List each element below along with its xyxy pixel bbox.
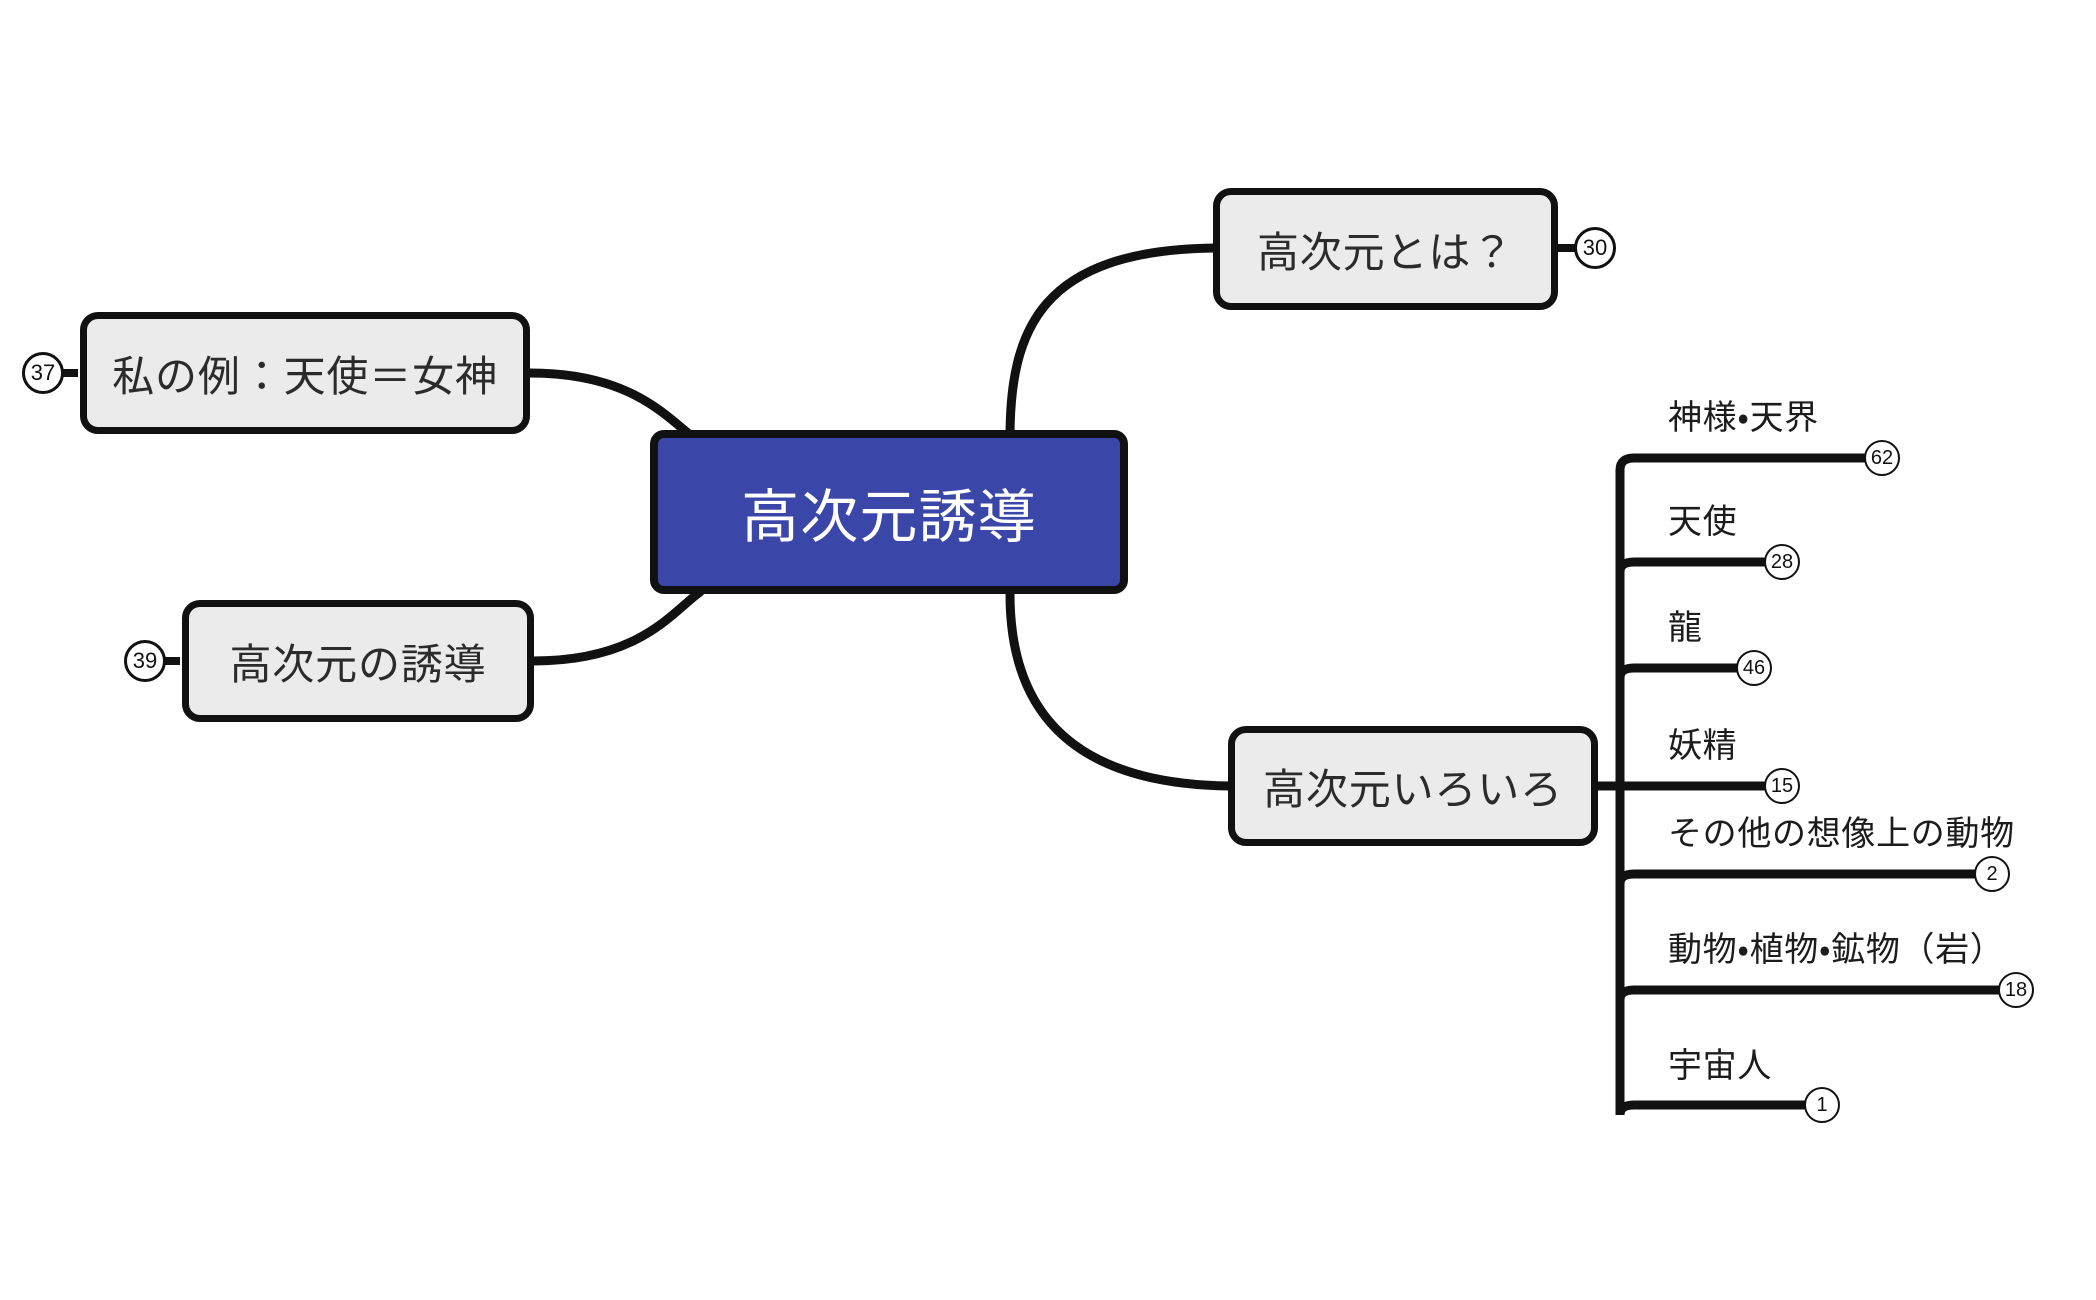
leaf-label-sonota-souzoujou-no-doubutsu[interactable]: その他の想像上の動物 — [1668, 815, 2015, 853]
badge-value: 30 — [1582, 235, 1608, 260]
leaf-label-doubutsu-shokubutsu-koubutsu[interactable]: 動物・植物・鉱物（岩） — [1668, 931, 2005, 969]
edge-leaf-kamisama-tenkai — [1615, 453, 1866, 480]
badge-value: 18 — [2004, 979, 2028, 1001]
branch-node-koujigen-iroiro[interactable]: 高次元いろいろ — [1228, 726, 1598, 846]
branch-node-koujigen-towa[interactable]: 高次元とは？ — [1213, 188, 1558, 310]
badge-value: 39 — [132, 648, 158, 673]
badge-count-doubutsu-shokubutsu-koubutsu[interactable]: 18 — [1998, 972, 2034, 1008]
root-node[interactable]: 高次元誘導 — [650, 430, 1128, 594]
badge-count-sonota-souzoujou-no-doubutsu[interactable]: 2 — [1974, 856, 2010, 892]
badge-count-ryuu[interactable]: 46 — [1736, 650, 1772, 686]
badge-count-yousei[interactable]: 15 — [1764, 768, 1800, 804]
leaf-label-uchuujin[interactable]: 宇宙人 — [1668, 1047, 1773, 1085]
edge-root-to-koujigen-iroiro — [1005, 589, 1235, 791]
badge-count-koujigen-towa[interactable]: 30 — [1574, 227, 1616, 269]
branch-node-label: 高次元の誘導 — [229, 640, 487, 688]
edge-leaf-sonota-souzoujou-no-doubutsu — [1615, 869, 1976, 885]
edge-leaf-uchuujin — [1615, 1100, 1806, 1116]
badge-value: 1 — [1816, 1094, 1828, 1116]
branch-node-label: 高次元いろいろ — [1263, 765, 1563, 813]
branch-node-koujigen-no-yuudou[interactable]: 高次元の誘導 — [182, 600, 534, 722]
edge-root-to-koujigen-towa — [1005, 243, 1220, 443]
root-node-label: 高次元誘導 — [741, 485, 1037, 550]
badge-value: 2 — [1986, 863, 1998, 885]
badge-count-tenshi[interactable]: 28 — [1764, 544, 1800, 580]
badge-value: 62 — [1870, 447, 1894, 469]
badge-value: 15 — [1770, 775, 1794, 797]
badge-value: 37 — [30, 360, 56, 385]
leaf-label-yousei[interactable]: 妖精 — [1668, 727, 1738, 765]
leaf-label-tenshi[interactable]: 天使 — [1668, 503, 1738, 541]
badge-count-kamisama-tenkai[interactable]: 62 — [1864, 440, 1900, 476]
badge-value: 46 — [1742, 657, 1766, 679]
branch-node-label: 高次元とは？ — [1256, 228, 1515, 276]
badge-value: 28 — [1770, 551, 1794, 573]
edge-leaf-tenshi — [1615, 557, 1766, 573]
edge-leaf-ryuu — [1615, 663, 1738, 679]
badge-count-koujigen-no-yuudou[interactable]: 39 — [124, 640, 166, 682]
edge-koujigen-no-yuudou-to-root — [528, 587, 705, 666]
branch-node-label: 私の例：天使＝女神 — [112, 352, 498, 400]
edge-leaf-doubutsu-shokubutsu-koubutsu — [1615, 985, 2000, 1001]
badge-count-uchuujin[interactable]: 1 — [1804, 1087, 1840, 1123]
leaf-label-kamisama-tenkai[interactable]: 神様・天界 — [1668, 399, 1819, 437]
branch-node-watashi-no-rei[interactable]: 私の例：天使＝女神 — [80, 312, 530, 434]
badge-count-watashi-no-rei[interactable]: 37 — [22, 352, 64, 394]
leaf-label-ryuu[interactable]: 龍 — [1668, 609, 1703, 647]
